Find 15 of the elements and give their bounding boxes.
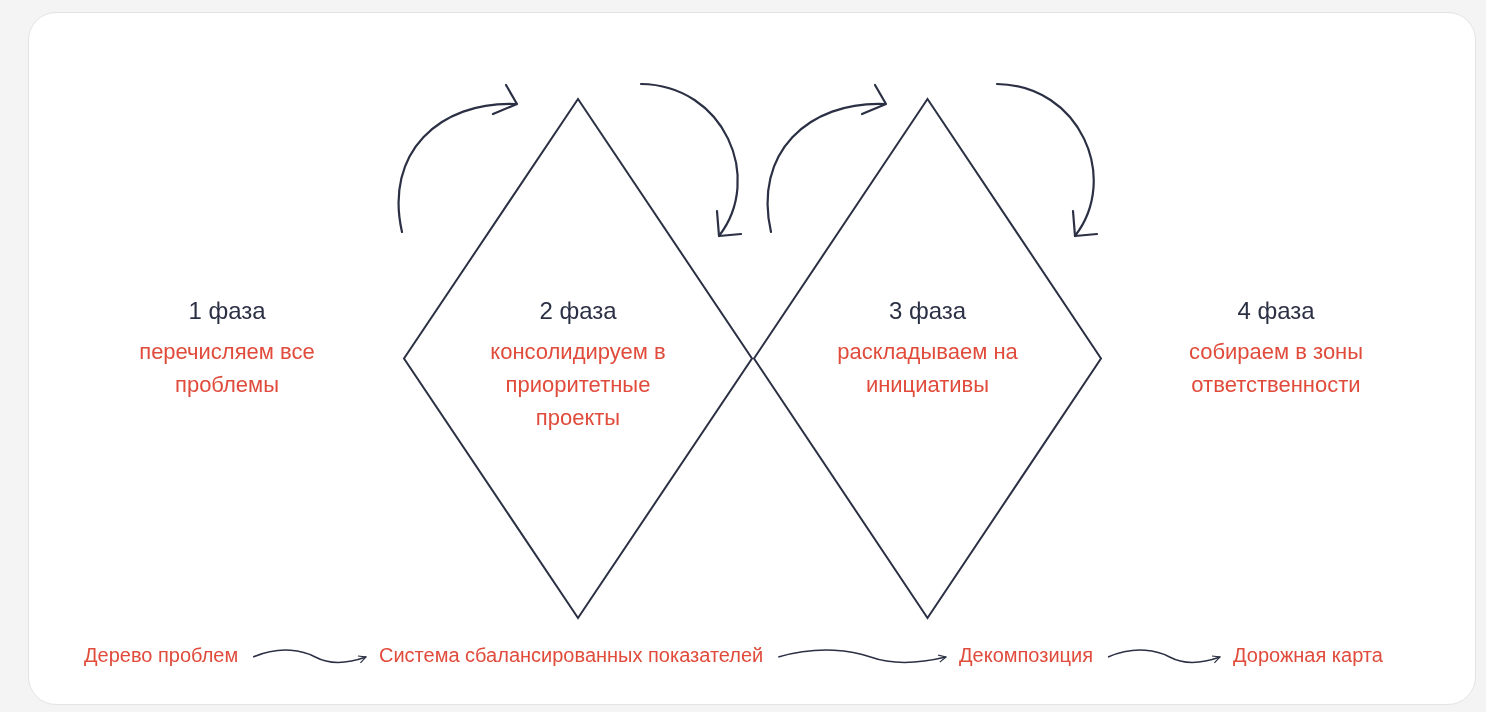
phase-description: раскладываем на инициативы	[836, 338, 1019, 399]
phase-heading: 1 фаза	[188, 296, 266, 326]
wavy-arrow	[252, 649, 367, 664]
phase-description: собираем в зоны ответственности	[1187, 338, 1365, 399]
phase-description: консолидируем в приоритетные проекты	[489, 338, 667, 432]
phase-heading: 3 фаза	[888, 296, 967, 326]
method-label: Система сбалансированных показателей	[379, 642, 764, 668]
method-label: Декомпозиция	[959, 642, 1094, 668]
phase-description: перечисляем все проблемы	[138, 338, 316, 399]
phase-heading: 4 фаза	[1237, 296, 1315, 326]
method-label: Дорожная карта	[1233, 642, 1383, 668]
phase-heading: 2 фаза	[539, 296, 617, 326]
method-label: Дерево проблем	[84, 642, 239, 668]
wavy-arrow	[1107, 649, 1221, 664]
wavy-arrow	[777, 649, 947, 663]
